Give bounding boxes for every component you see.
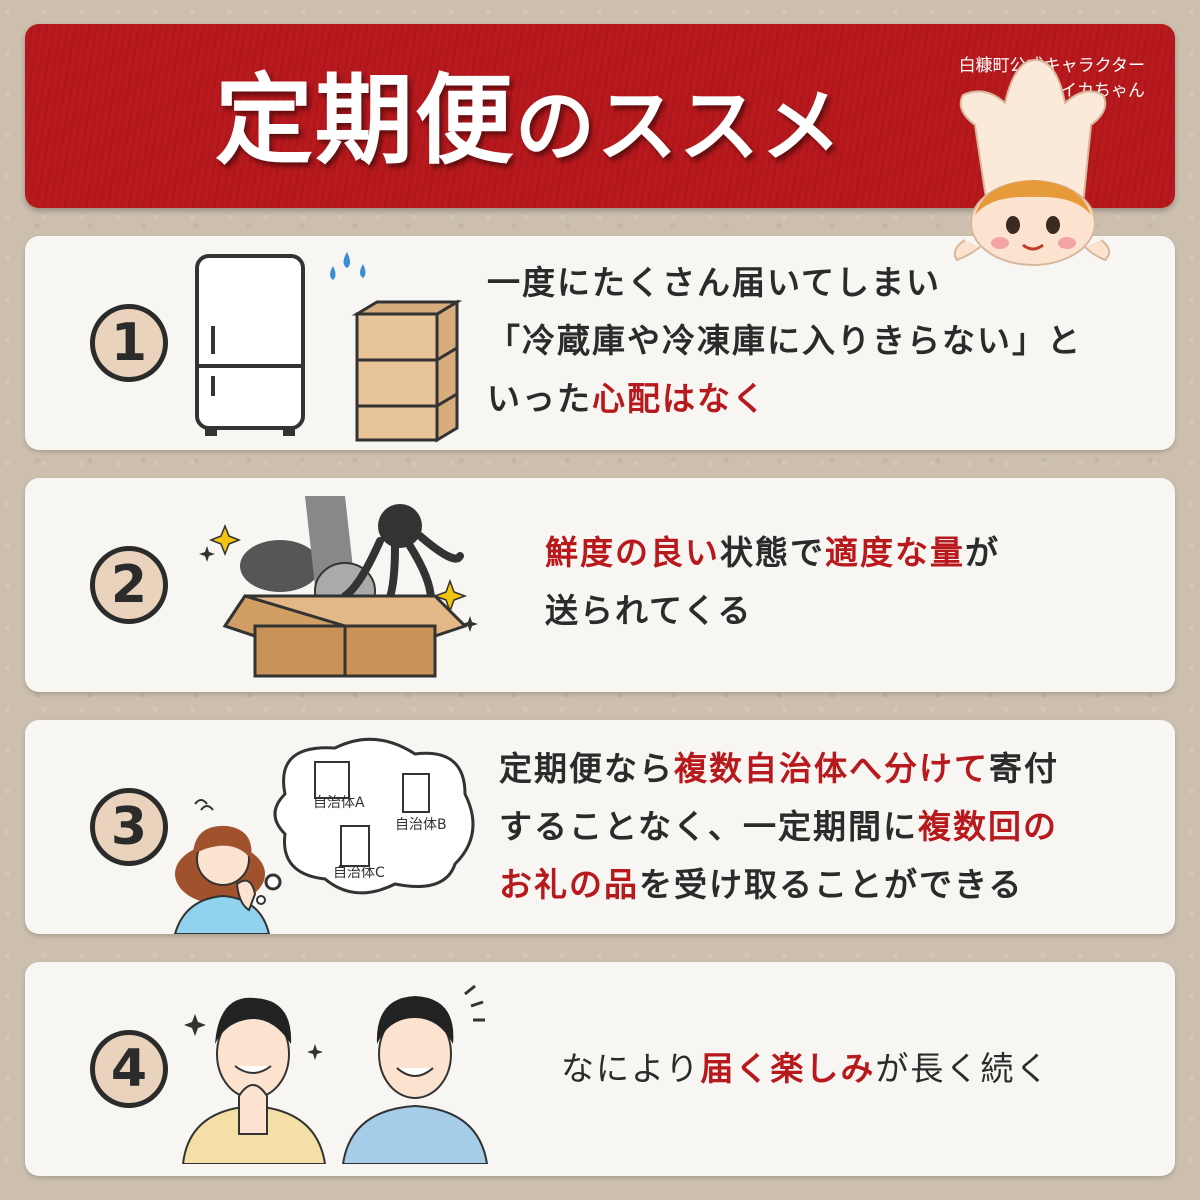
card-3-line2: することなく、一定期間に複数回の xyxy=(499,798,1059,856)
card-2-highlight-2: 適度な量 xyxy=(825,533,965,572)
card-4-plain-1: なにより xyxy=(561,1049,701,1088)
card-3-highlight-1: 複数自治体へ分けて xyxy=(674,749,989,788)
card-1-line1: 一度にたくさん届いてしまい xyxy=(487,263,942,302)
card-1: 1 一度にたくさん届いてしまい 「冷蔵庫や冷凍庫に入りきらない」と いった心配は… xyxy=(25,236,1175,450)
number-badge-4: 4 xyxy=(90,1030,168,1108)
happy-couple-icon xyxy=(181,984,489,1164)
bubble-municipality-b: 自治体B xyxy=(395,817,447,833)
seafood-box-icon xyxy=(199,496,478,678)
card-2-line2: 送られてくる xyxy=(545,591,753,630)
fridge-and-boxes-icon xyxy=(195,252,463,443)
card-3-plain-1: 定期便なら xyxy=(499,749,674,788)
number-badge-3: 3 xyxy=(90,788,168,866)
card-2-plain-2: が xyxy=(965,533,1000,572)
squid-mascot-icon xyxy=(953,58,1111,266)
card-4-plain-2: が長く続く xyxy=(875,1049,1051,1088)
card-1-highlight: 心配はなく xyxy=(592,379,767,418)
card-1-line3-plain: いった xyxy=(487,379,592,418)
card-3-plain-2: 寄付 xyxy=(989,749,1059,788)
card-3-text: 定期便なら複数自治体へ分けて寄付 することなく、一定期間に複数回の お礼の品を受… xyxy=(499,740,1059,914)
card-4-text: なにより届く楽しみが長く続く xyxy=(561,1040,1050,1098)
bubble-municipality-a: 自治体A xyxy=(313,795,365,811)
card-3: 3 自治体A 自治体B 自治体C 定期便なら複数自治体へ分けて寄付 することなく… xyxy=(25,720,1175,934)
number-badge-1: 1 xyxy=(90,304,168,382)
title-main: 定期便 xyxy=(215,63,516,178)
card-2-highlight-1: 鮮度の良い xyxy=(545,533,720,572)
mascot-label-line1: 白糠町公式キャラクター xyxy=(958,56,1145,76)
bubble-municipality-c: 自治体C xyxy=(333,865,385,881)
card-2-plain-1: 状態で xyxy=(720,533,825,572)
card-3-highlight-2: 複数回の xyxy=(918,807,1059,846)
card-2-text: 鮮度の良い状態で適度な量が 送られてくる xyxy=(545,524,1000,640)
card-3-line3: お礼の品を受け取ることができる xyxy=(499,856,1059,914)
title-sub: のススメ xyxy=(515,79,844,173)
card-2-line1: 鮮度の良い状態で適度な量が xyxy=(545,524,1000,582)
card-4-line1: なにより届く楽しみが長く続く xyxy=(561,1040,1050,1098)
card-2: 2 鮮度の良い状態で適度な量が 送られてくる xyxy=(25,478,1175,692)
card-1-text: 一度にたくさん届いてしまい 「冷蔵庫や冷凍庫に入りきらない」と いった心配はなく xyxy=(487,254,1082,428)
card-3-highlight-3: お礼の品 xyxy=(499,865,639,904)
page-title: 定期便のススメ xyxy=(215,66,843,181)
number-badge-2: 2 xyxy=(90,546,168,624)
card-3-plain-3: することなく、一定期間に xyxy=(499,807,919,846)
card-4: 4 なにより届く楽しみが長く続く xyxy=(25,962,1175,1176)
card-4-highlight: 届く楽しみ xyxy=(700,1049,876,1088)
card-1-line3: いった心配はなく xyxy=(487,370,1082,428)
card-1-line2: 「冷蔵庫や冷凍庫に入りきらない」と xyxy=(487,321,1082,360)
card-3-plain-4: を受け取ることができる xyxy=(639,865,1024,904)
card-3-line1: 定期便なら複数自治体へ分けて寄付 xyxy=(499,740,1059,798)
thinking-woman-icon xyxy=(173,737,475,934)
